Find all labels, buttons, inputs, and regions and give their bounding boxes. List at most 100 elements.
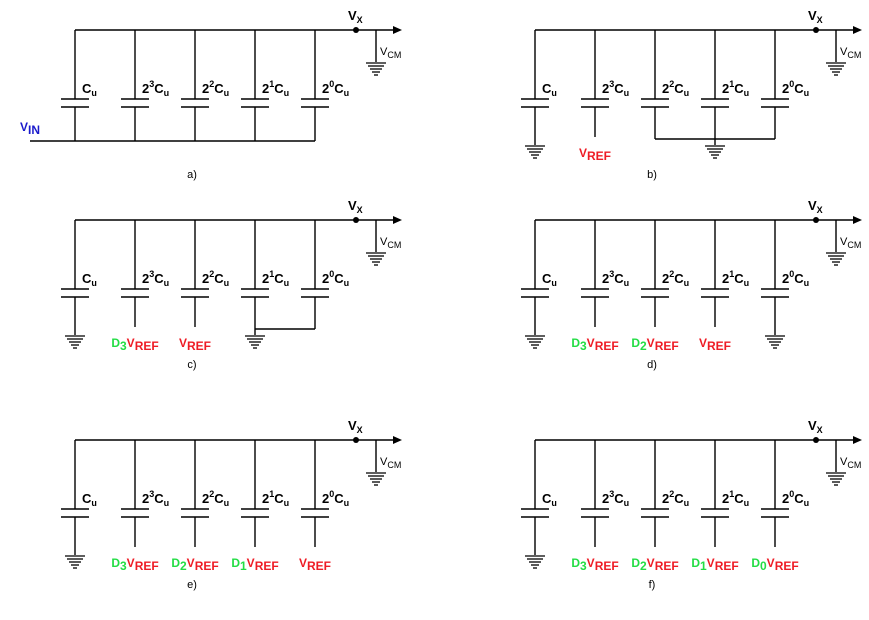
output-arrow bbox=[853, 216, 862, 224]
text-span: 2 bbox=[322, 491, 329, 506]
text-span: 2 bbox=[782, 491, 789, 506]
text-span: V bbox=[647, 336, 655, 350]
text-span: 2 bbox=[602, 81, 609, 96]
text-span: 2 bbox=[262, 81, 269, 96]
capacitor bbox=[521, 508, 549, 518]
ground-symbol bbox=[65, 335, 85, 349]
text-span: REF bbox=[587, 149, 611, 163]
text-span: D bbox=[751, 556, 760, 570]
bottom-plate-label: VREF bbox=[699, 336, 731, 353]
text-span: C bbox=[334, 271, 344, 286]
bottom-plate-label: D1VREF bbox=[231, 556, 278, 573]
node-label: VX bbox=[808, 198, 823, 215]
text-span: C bbox=[334, 81, 344, 96]
ground-symbol bbox=[525, 145, 545, 159]
capacitor-label: 20Cu bbox=[322, 489, 349, 508]
text-span: V bbox=[808, 8, 817, 23]
ground-symbol bbox=[366, 472, 386, 486]
capacitor bbox=[521, 98, 549, 108]
capacitor bbox=[121, 288, 149, 298]
panel-caption: e) bbox=[187, 579, 197, 591]
text-span: CM bbox=[387, 460, 401, 470]
text-span: C bbox=[734, 491, 744, 506]
ground-symbol bbox=[826, 472, 846, 486]
text-span: V bbox=[20, 120, 28, 134]
capacitor-label: 20Cu bbox=[782, 79, 809, 98]
text-span: u bbox=[164, 278, 170, 288]
text-span: C bbox=[274, 81, 284, 96]
text-span: 3 bbox=[580, 339, 587, 353]
text-span: REF bbox=[707, 339, 731, 353]
text-span: V bbox=[707, 556, 715, 570]
text-span: D bbox=[171, 556, 180, 570]
text-span: 3 bbox=[149, 269, 154, 279]
capacitor-label: 22Cu bbox=[662, 269, 689, 288]
text-span: V bbox=[380, 456, 388, 468]
text-span: 3 bbox=[609, 79, 614, 89]
capacitor bbox=[761, 288, 789, 298]
output-arrow bbox=[393, 436, 402, 444]
text-span: C bbox=[82, 271, 92, 286]
text-span: 1 bbox=[269, 269, 274, 279]
text-span: C bbox=[794, 81, 804, 96]
capacitor-label: 22Cu bbox=[662, 79, 689, 98]
text-span: V bbox=[840, 46, 848, 58]
bottom-plate-label: VREF bbox=[179, 336, 211, 353]
bottom-plate-label: D0VREF bbox=[751, 556, 798, 573]
capacitor bbox=[241, 508, 269, 518]
text-span: X bbox=[817, 425, 823, 435]
text-span: 1 bbox=[729, 269, 734, 279]
text-span: V bbox=[247, 556, 255, 570]
text-span: C bbox=[542, 81, 552, 96]
capacitor-label: Cu bbox=[542, 271, 557, 288]
text-span: u bbox=[344, 88, 350, 98]
text-span: V bbox=[579, 146, 587, 160]
node-label: VX bbox=[348, 8, 363, 25]
text-span: 0 bbox=[789, 489, 794, 499]
text-span: 2 bbox=[209, 79, 214, 89]
capacitor-label: 20Cu bbox=[322, 79, 349, 98]
panel-caption: a) bbox=[187, 169, 197, 181]
capacitor bbox=[181, 508, 209, 518]
text-span: C bbox=[274, 491, 284, 506]
ground-symbol bbox=[705, 145, 725, 159]
text-span: 1 bbox=[700, 559, 707, 573]
text-span: X bbox=[357, 425, 363, 435]
text-span: IN bbox=[28, 123, 40, 137]
text-span: u bbox=[224, 88, 230, 98]
node-dot bbox=[353, 27, 359, 33]
text-span: C bbox=[734, 271, 744, 286]
capacitor-label: 22Cu bbox=[202, 269, 229, 288]
text-span: C bbox=[82, 81, 92, 96]
bottom-plate-label: D3VREF bbox=[111, 336, 158, 353]
text-span: u bbox=[744, 498, 750, 508]
text-span: u bbox=[551, 88, 557, 98]
node-label: VX bbox=[808, 8, 823, 25]
ground-symbol bbox=[366, 252, 386, 266]
output-arrow bbox=[853, 26, 862, 34]
text-span: 2 bbox=[662, 81, 669, 96]
capacitor bbox=[761, 508, 789, 518]
capacitor bbox=[241, 98, 269, 108]
text-span: V bbox=[380, 46, 388, 58]
text-span: D bbox=[111, 336, 120, 350]
capacitor-label: 23Cu bbox=[602, 489, 629, 508]
text-span: REF bbox=[715, 559, 739, 573]
vcm-label: VCM bbox=[380, 456, 401, 470]
text-span: V bbox=[380, 236, 388, 248]
text-span: V bbox=[808, 198, 817, 213]
text-span: REF bbox=[655, 339, 679, 353]
node-label: VX bbox=[348, 418, 363, 435]
text-span: REF bbox=[595, 559, 619, 573]
capacitor bbox=[521, 288, 549, 298]
text-span: u bbox=[284, 88, 290, 98]
capacitor bbox=[301, 288, 329, 298]
text-span: 1 bbox=[269, 489, 274, 499]
capacitor bbox=[181, 288, 209, 298]
bottom-plate-label: VREF bbox=[579, 146, 611, 163]
panel-caption: d) bbox=[647, 359, 657, 371]
